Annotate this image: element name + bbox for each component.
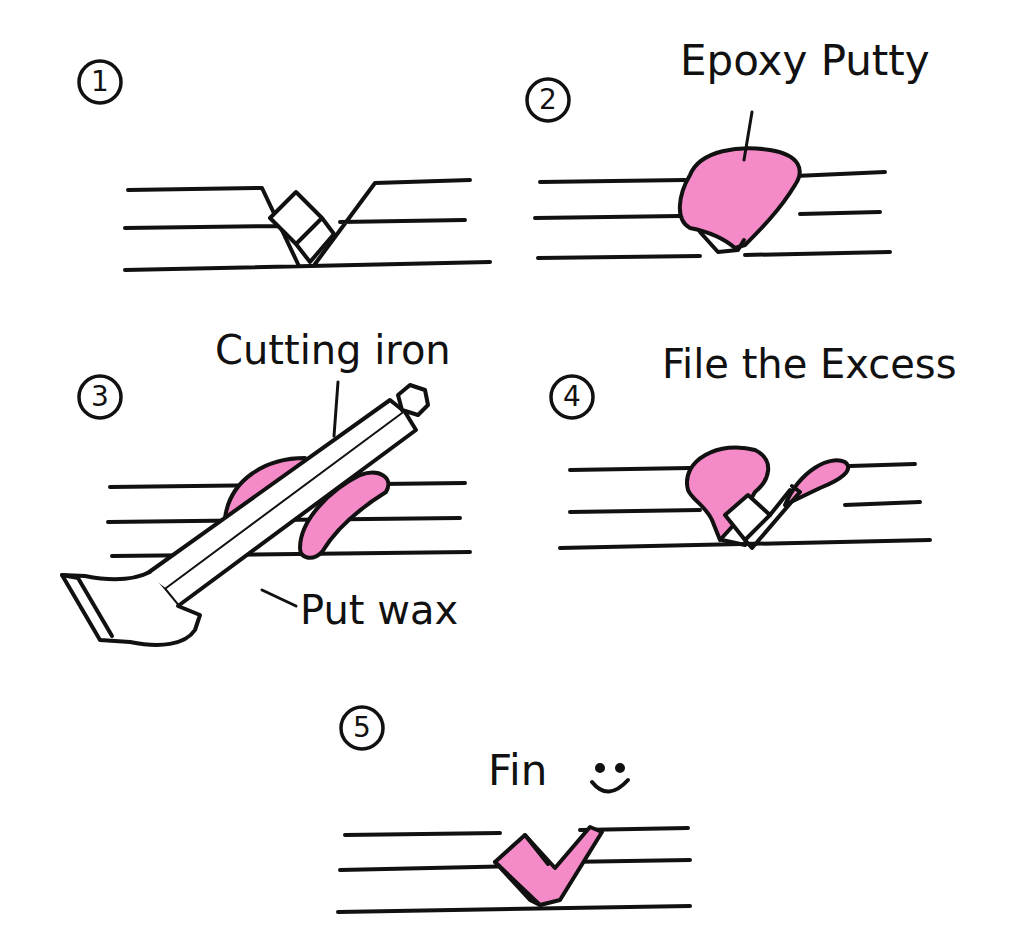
step-circle: 3 <box>76 373 124 421</box>
step-circle: 1 <box>76 58 124 106</box>
step-note: File the Excess <box>662 342 957 386</box>
step-circle: 4 <box>548 373 596 421</box>
step-circle: 2 <box>524 76 572 124</box>
step-number: 2 <box>539 86 557 114</box>
putty-label: Epoxy Putty <box>680 38 930 84</box>
tool-label: Cutting iron <box>215 328 451 372</box>
step-number: 5 <box>353 714 371 742</box>
step-circle: 5 <box>338 704 386 752</box>
step-number: 3 <box>91 383 109 411</box>
wax-label: Put wax <box>300 588 458 632</box>
step-number: 1 <box>91 68 109 96</box>
step-number: 4 <box>563 383 581 411</box>
result-label: Fin <box>488 748 547 794</box>
